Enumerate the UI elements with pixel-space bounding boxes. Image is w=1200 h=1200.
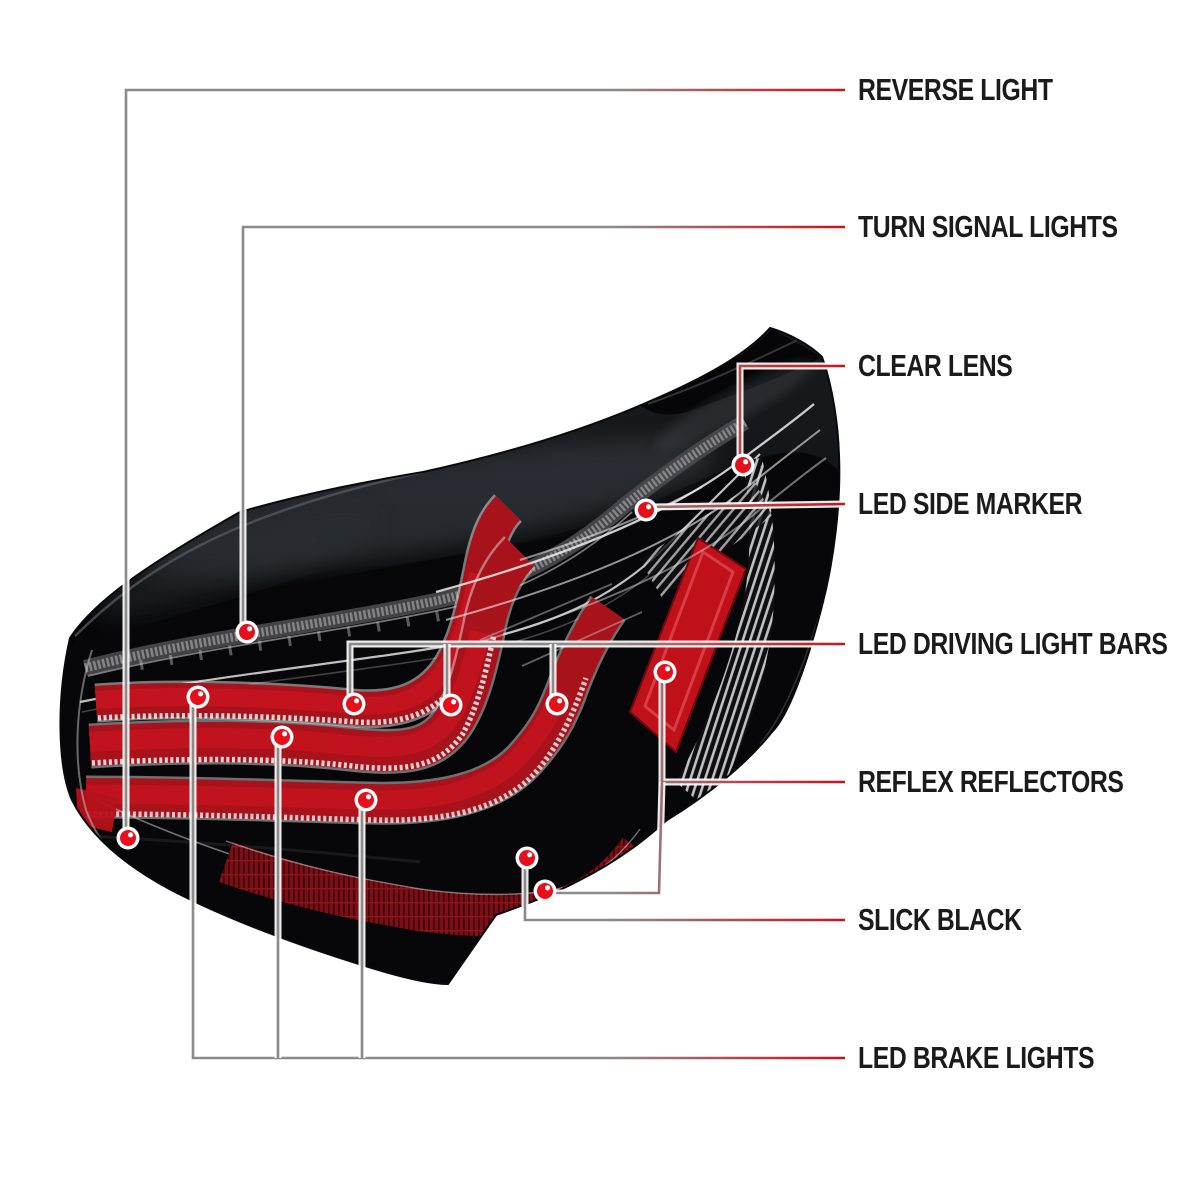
tail-light-outline [59, 326, 841, 986]
callout-led-side-marker [634, 498, 846, 522]
callout-dot [342, 692, 366, 716]
callout-led-driving-light-bars [342, 640, 845, 717]
leader-line [651, 502, 846, 509]
callout-dot [439, 693, 463, 717]
callout-dot [235, 620, 259, 644]
callout-slick-black [515, 846, 845, 924]
leader-line [348, 642, 845, 701]
leader-line [523, 861, 845, 922]
callout-dot [116, 826, 140, 850]
clear-lens-strips [435, 403, 827, 667]
callout-dot [533, 879, 557, 903]
led-bar-hook-3 [85, 595, 626, 825]
leader-line [738, 364, 845, 463]
callout-dot [634, 498, 658, 522]
upper-hatch-patch [640, 482, 772, 598]
callout-reverse-light [116, 86, 845, 850]
callout-led-brake-lights [186, 685, 845, 1062]
callout-clear-lens [731, 362, 845, 477]
leader-line [660, 675, 845, 784]
callout-dot [354, 788, 378, 812]
bottom-strip-left-tip [76, 788, 118, 832]
callout-dot [545, 692, 569, 716]
callout-dot [270, 725, 294, 749]
led-bar-hook-2 [88, 536, 537, 774]
callout-reflex-reflectors [533, 660, 845, 903]
callout-dot [515, 846, 539, 870]
leader-line [124, 88, 845, 836]
callout-turn-signal-lights [235, 223, 845, 644]
callout-dot [731, 453, 755, 477]
callout-dot [653, 660, 677, 684]
right-hatch-band [676, 458, 775, 812]
leader-line [191, 700, 845, 1060]
leader-line [241, 225, 845, 630]
callout-dot [186, 685, 210, 709]
leader-line [549, 781, 664, 895]
